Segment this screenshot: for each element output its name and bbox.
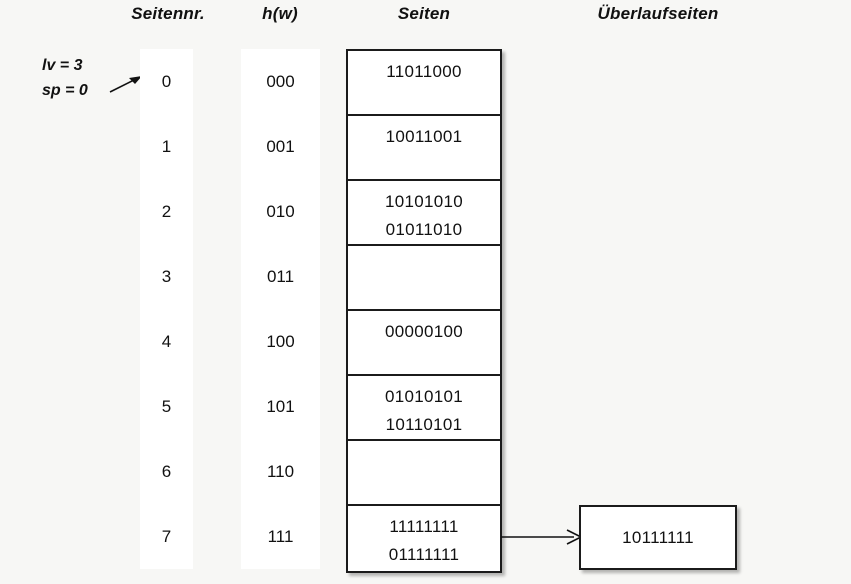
column-header-page-number: Seitennr. <box>131 4 205 23</box>
table-row: 00000100 <box>348 311 500 376</box>
hash-column: 000 001 010 011 100 101 110 111 <box>241 49 320 569</box>
hash-cell: 101 <box>266 396 295 416</box>
page-number-cell: 2 <box>161 201 172 221</box>
page-entry: 01011010 <box>385 220 463 239</box>
table-row: 11011000 <box>348 51 500 116</box>
page-number-cell: 6 <box>161 461 172 481</box>
column-header-overflow-pages: Überlaufseiten <box>597 4 719 23</box>
state-annotation: lv = 3 sp = 0 <box>42 53 88 103</box>
page-number-cell: 3 <box>161 266 172 286</box>
page-entry: 00000100 <box>384 322 464 341</box>
page-entry: 10110101 <box>385 415 463 434</box>
table-row: 01010101 10110101 <box>348 376 500 441</box>
page-number-cell: 4 <box>161 331 172 351</box>
level-label: lv = 3 <box>42 57 83 74</box>
hash-cell: 100 <box>266 331 295 351</box>
table-row: 10011001 <box>348 116 500 181</box>
page-entry: 10101010 <box>384 192 464 211</box>
overflow-page-entry: 10111111 <box>622 527 694 547</box>
column-header-pages: Seiten <box>397 4 451 23</box>
table-row <box>348 441 500 506</box>
page-number-cell: 7 <box>161 526 172 546</box>
arrow-right-icon <box>501 529 583 545</box>
hash-cell: 010 <box>266 201 295 221</box>
hash-cell: 011 <box>266 266 295 286</box>
table-row: 11111111 01111111 <box>348 506 500 571</box>
page-number-cell: 0 <box>161 71 172 91</box>
split-pointer-label: sp = 0 <box>42 82 88 99</box>
hash-cell: 001 <box>266 136 295 156</box>
hash-cell: 000 <box>266 71 295 91</box>
table-row <box>348 246 500 311</box>
page-number-column: 0 1 2 3 4 5 6 7 <box>140 49 193 569</box>
overflow-page-box: 10111111 <box>579 505 737 570</box>
page-entry: 11011000 <box>386 62 462 81</box>
hash-cell: 110 <box>266 461 295 481</box>
page-entry: 01111111 <box>388 545 460 564</box>
pages-table: 11011000 10011001 10101010 01011010 0000… <box>346 49 502 573</box>
page-entry: 01010101 <box>384 387 464 406</box>
page-entry: 10011001 <box>385 127 463 146</box>
column-header-hash: h(w) <box>262 4 298 23</box>
page-number-cell: 5 <box>161 396 172 416</box>
hash-cell: 111 <box>267 526 294 546</box>
page-number-cell: 1 <box>161 136 172 156</box>
table-row: 10101010 01011010 <box>348 181 500 246</box>
arrow-right-icon <box>109 76 142 93</box>
page-entry: 11111111 <box>389 517 459 536</box>
